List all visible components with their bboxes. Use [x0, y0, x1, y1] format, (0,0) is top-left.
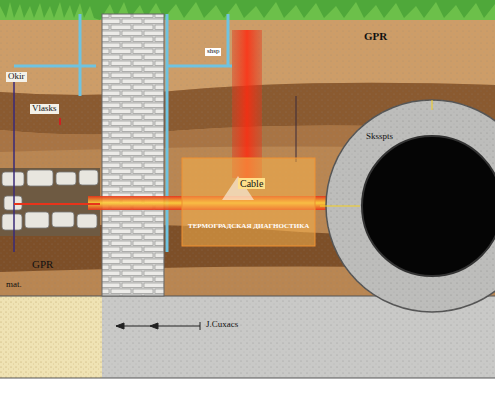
part-label: Vlasks: [30, 104, 59, 114]
layer-label: GPR: [30, 258, 55, 270]
part-label: Sksspts: [364, 132, 395, 142]
part-label: shsp: [205, 48, 221, 56]
part-label: Okir: [6, 72, 27, 82]
watermark: ТЕРМОГРАДСКАЯ ДИАГНОСТИКА: [186, 223, 311, 231]
dimension-label: J.Cuxacs: [204, 320, 240, 330]
layer-label: GPR: [362, 30, 389, 42]
part-label: mat.: [4, 280, 24, 290]
cable-label: Cable: [238, 178, 265, 189]
